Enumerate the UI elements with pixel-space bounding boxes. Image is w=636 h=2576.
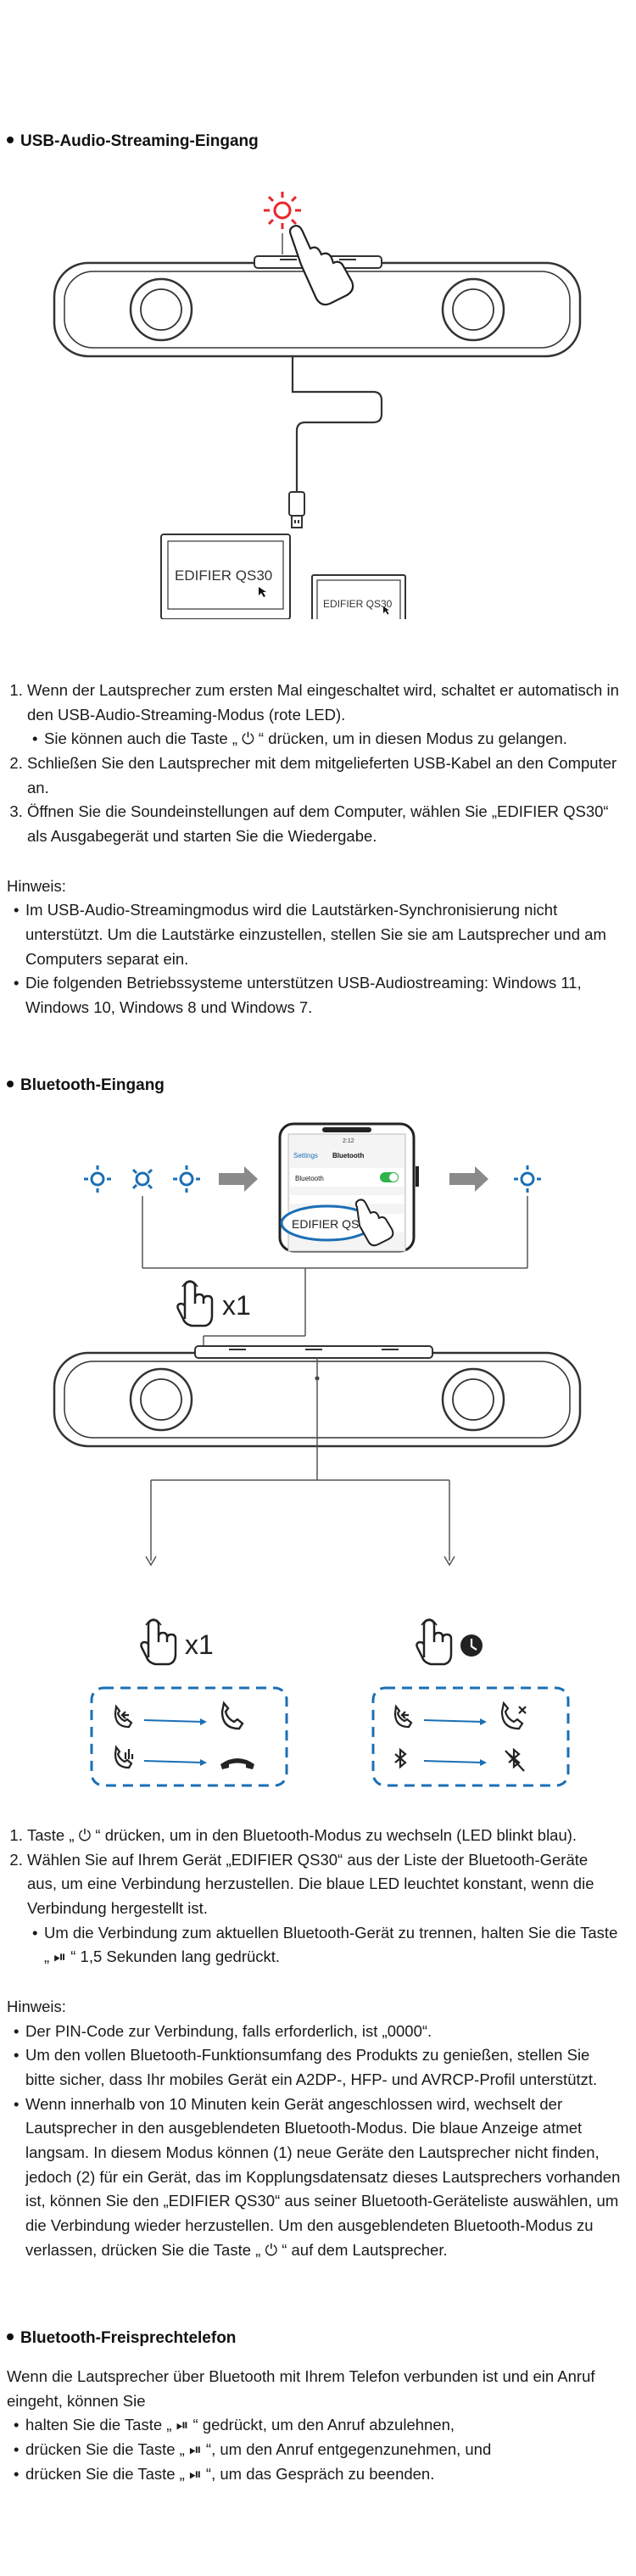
speaker-bar (53, 255, 582, 358)
section-bullet (7, 136, 14, 143)
usb-step-1: Wenn der Lautsprecher zum ersten Mal ein… (27, 679, 622, 752)
bt-illustration: 2:12 Settings Bluetooth Bluetooth EDIFIE… (53, 1122, 582, 1567)
handsfree-item-end: drücken Sie die Taste „ ⏯ “, um das Gesp… (14, 2462, 622, 2487)
usb-note-2: Die folgenden Betriebssysteme unterstütz… (14, 971, 622, 1020)
phone-header: Bluetooth (332, 1152, 364, 1159)
usb-notes: Im USB-Audio-Streamingmodus wird die Lau… (7, 898, 622, 1020)
handsfree-item-reject: halten Sie die Taste „ ⏯ “ gedrückt, um … (14, 2413, 622, 2438)
bt-controls: x1 (90, 1618, 570, 1787)
usb-step-1-text: Wenn der Lautsprecher zum ersten Mal ein… (27, 681, 619, 724)
handsfree-title-text: Bluetooth-Freisprechtelefon (20, 2329, 237, 2347)
incoming-call-icon (393, 1704, 413, 1729)
usb-steps-list: Wenn der Lautsprecher zum ersten Mal ein… (7, 679, 622, 849)
bt-steps-list: Taste „ ⏻ “ drücken, um in den Bluetooth… (7, 1824, 622, 1970)
bt-step-1: Taste „ ⏻ “ drücken, um in den Bluetooth… (27, 1824, 622, 1848)
hand-hold-icon (416, 1618, 453, 1666)
bt-step-2: Wählen Sie auf Ihrem Gerät „EDIFIER QS30… (27, 1848, 622, 1970)
press-count-top: x1 (222, 1290, 251, 1321)
hold-press-actions (371, 1686, 570, 1787)
clock-icon (460, 1634, 483, 1657)
blue-led-solid-icon (512, 1164, 543, 1194)
blue-led-blink-icon (82, 1164, 202, 1194)
usb-title-text: USB-Audio-Streaming-Eingang (20, 132, 259, 150)
phone-back-link: Settings (293, 1152, 318, 1159)
usb-step-3: Öffnen Sie die Soundeinstellungen auf de… (27, 800, 622, 848)
phone-time: 2:12 (343, 1138, 354, 1144)
usb-step-2: Schließen Sie den Lautsprecher mit dem m… (27, 752, 622, 800)
bt-section-title: Bluetooth-Eingang (7, 1073, 165, 1098)
usb-step-1-sub: Sie können auch die Taste „ ⏻ “ drücken,… (27, 727, 622, 752)
phone-device-name: EDIFIER QS30 (292, 1217, 372, 1231)
usb-section-title: USB-Audio-Streaming-Eingang (7, 129, 259, 154)
handsfree-list: halten Sie die Taste „ ⏯ “ gedrückt, um … (7, 2413, 622, 2486)
single-press-actions (90, 1686, 288, 1787)
answer-call-icon (220, 1701, 244, 1730)
handsfree-intro: Wenn die Lautsprecher über Bluetooth mit… (7, 2367, 595, 2410)
hand-tap-icon (140, 1618, 177, 1666)
usb-illustration: EDIFIER QS30 EDIFIER QS30 (53, 192, 582, 619)
press-count-left: x1 (185, 1629, 214, 1660)
bluetooth-icon (394, 1747, 407, 1769)
laptop-icon (311, 574, 406, 619)
hand-press-icon (288, 225, 354, 306)
incoming-call-icon (114, 1704, 133, 1729)
usb-note-1: Im USB-Audio-Streamingmodus wird die Lau… (14, 898, 622, 971)
hand-tap-icon (176, 1280, 214, 1327)
bluetooth-disconnect-icon (505, 1747, 525, 1772)
active-call-icon (114, 1745, 134, 1769)
reject-call-icon (500, 1701, 527, 1730)
bt-title-text: Bluetooth-Eingang (20, 1076, 165, 1094)
handsfree-section-title: Bluetooth-Freisprechtelefon (7, 2326, 236, 2350)
tap-hand-icon (354, 1199, 394, 1247)
bt-note-1: Der PIN-Code zur Verbindung, falls erfor… (14, 2020, 622, 2044)
handsfree-content: Wenn die Lautsprecher über Bluetooth mit… (7, 2365, 622, 2486)
bt-note-2: Um den vollen Bluetooth-Funktionsumfang … (14, 2043, 622, 2092)
handsfree-item-answer: drücken Sie die Taste „ ⏯ “, um den Anru… (14, 2438, 622, 2462)
bt-notes: Der PIN-Code zur Verbindung, falls erfor… (7, 2020, 622, 2263)
bt-hint-label: Hinweis: (7, 1998, 66, 2016)
usb-plug-icon (288, 491, 305, 528)
hang-up-icon (220, 1758, 254, 1769)
bt-steps: Taste „ ⏻ “ drücken, um in den Bluetooth… (7, 1824, 622, 2262)
section-bullet (7, 1080, 14, 1087)
usb-hint-label: Hinweis: (7, 876, 66, 895)
usb-steps: Wenn der Lautsprecher zum ersten Mal ein… (7, 679, 622, 1020)
monitor-icon (160, 534, 291, 619)
red-led-icon (264, 192, 301, 229)
phone-bt-row: Bluetooth (295, 1175, 324, 1182)
monitor-label: EDIFIER QS30 (175, 567, 272, 584)
arrow-right-icon (449, 1166, 488, 1192)
section-bullet (7, 2333, 14, 2340)
bt-note-3: Wenn innerhalb von 10 Minuten kein Gerät… (14, 2093, 622, 2263)
bt-step-2-sub: Um die Verbindung zum aktuellen Bluetoot… (27, 1921, 622, 1970)
bt-step-2-text: Wählen Sie auf Ihrem Gerät „EDIFIER QS30… (27, 1850, 594, 1918)
arrow-right-icon (219, 1166, 258, 1192)
laptop-label: EDIFIER QS30 (323, 598, 393, 610)
